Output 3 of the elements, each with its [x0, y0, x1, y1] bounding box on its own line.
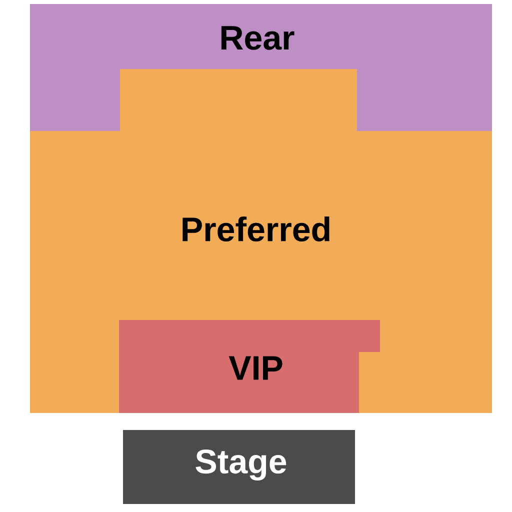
stage: Stage [123, 430, 355, 504]
seating-section: VIP [119, 320, 380, 413]
seating-section: Rear [30, 4, 492, 131]
